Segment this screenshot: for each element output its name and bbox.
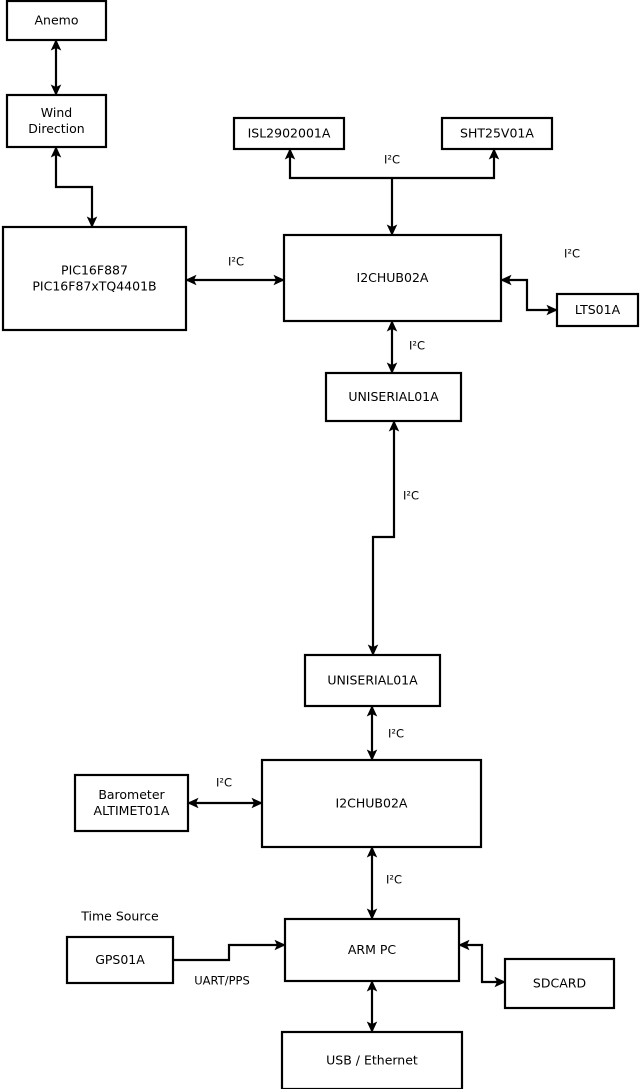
node-isl[interactable]: ISL2902001A: [232, 116, 346, 151]
node-box[interactable]: [73, 773, 190, 833]
node-box[interactable]: [283, 917, 461, 983]
node-label: UNISERIAL01A: [348, 389, 439, 404]
node-sht[interactable]: SHT25V01A: [440, 116, 554, 151]
edge-label: I²C: [386, 873, 402, 887]
node-box[interactable]: [440, 116, 554, 151]
node-label: Anemo: [35, 12, 79, 27]
node-box[interactable]: [282, 233, 503, 323]
node-usb_eth[interactable]: USB / Ethernet: [280, 1030, 464, 1089]
edge-hub-armpc: I²C: [366, 846, 402, 920]
edge-label: I²C: [409, 339, 425, 353]
node-box[interactable]: [503, 957, 616, 1010]
node-anemo[interactable]: Anemo: [5, 0, 108, 42]
node-box[interactable]: [324, 371, 463, 423]
edge-label: I²C: [228, 255, 244, 269]
node-lts[interactable]: LTS01A: [555, 292, 640, 328]
node-label: I2CHUB02A: [357, 270, 429, 285]
node-label: GPS01A: [95, 952, 145, 967]
node-label: ARM PC: [348, 942, 397, 957]
edge-line: [500, 274, 558, 316]
node-label: ISL2902001A: [248, 125, 331, 140]
node-label: SHT25V01A: [460, 125, 534, 140]
node-hub_top[interactable]: I2CHUB02A: [282, 233, 503, 323]
node-label: SDCARD: [533, 975, 586, 990]
node-label: LTS01A: [575, 302, 621, 317]
edge-line: [458, 939, 506, 988]
edges-layer: I²C I²C I²C I²C I²C I²C I²C I²C UART/PPS: [50, 39, 580, 1033]
node-box[interactable]: [303, 653, 442, 708]
edge-line: [50, 146, 98, 228]
node-box[interactable]: [5, 93, 108, 149]
edge-uniserial-link: I²C: [367, 420, 419, 656]
node-gps[interactable]: GPS01A: [65, 935, 175, 985]
edge-uniserial-hub-bot: I²C: [366, 705, 404, 761]
node-box[interactable]: [232, 116, 346, 151]
node-box[interactable]: [65, 935, 175, 985]
edge-line: [173, 939, 286, 962]
node-box[interactable]: [5, 0, 108, 42]
node-uniserial_top[interactable]: UNISERIAL01A: [324, 371, 463, 423]
node-hub_bot[interactable]: I2CHUB02A: [260, 758, 483, 849]
node-box[interactable]: [260, 758, 483, 849]
edge-label: I²C: [388, 727, 404, 741]
edge-hub-uniserial: I²C: [386, 320, 425, 374]
edge-hub-lts: I²C: [500, 247, 580, 316]
node-uniserial_bot[interactable]: UNISERIAL01A: [303, 653, 442, 708]
edge-label: I²C: [564, 247, 580, 261]
node-armpc[interactable]: ARM PC: [283, 917, 461, 983]
free-labels-layer: Time Source: [80, 909, 159, 924]
edge-pic-hub: I²C: [185, 255, 285, 286]
node-label: UNISERIAL01A: [327, 672, 418, 687]
node-sdcard[interactable]: SDCARD: [503, 957, 616, 1010]
edge-label: I²C: [384, 153, 400, 167]
edge-armpc-sdcard: [458, 939, 506, 988]
node-box[interactable]: [1, 225, 188, 332]
node-label: USB / Ethernet: [326, 1052, 418, 1067]
edge-wind-pic: [50, 146, 98, 228]
node-box[interactable]: [280, 1030, 464, 1089]
edge-gps-armpc: UART/PPS: [173, 939, 286, 988]
edge-label: I²C: [403, 489, 419, 503]
edge-label: I²C: [216, 776, 232, 790]
node-box[interactable]: [555, 292, 640, 328]
node-label: I2CHUB02A: [336, 795, 408, 810]
label-time_source: Time Source: [80, 909, 159, 924]
edge-label: UART/PPS: [194, 974, 250, 988]
edge-line: [367, 420, 400, 656]
edge-barometer-hub: I²C: [187, 776, 263, 809]
edge-hub-sensors-bus: I²C: [284, 148, 500, 180]
